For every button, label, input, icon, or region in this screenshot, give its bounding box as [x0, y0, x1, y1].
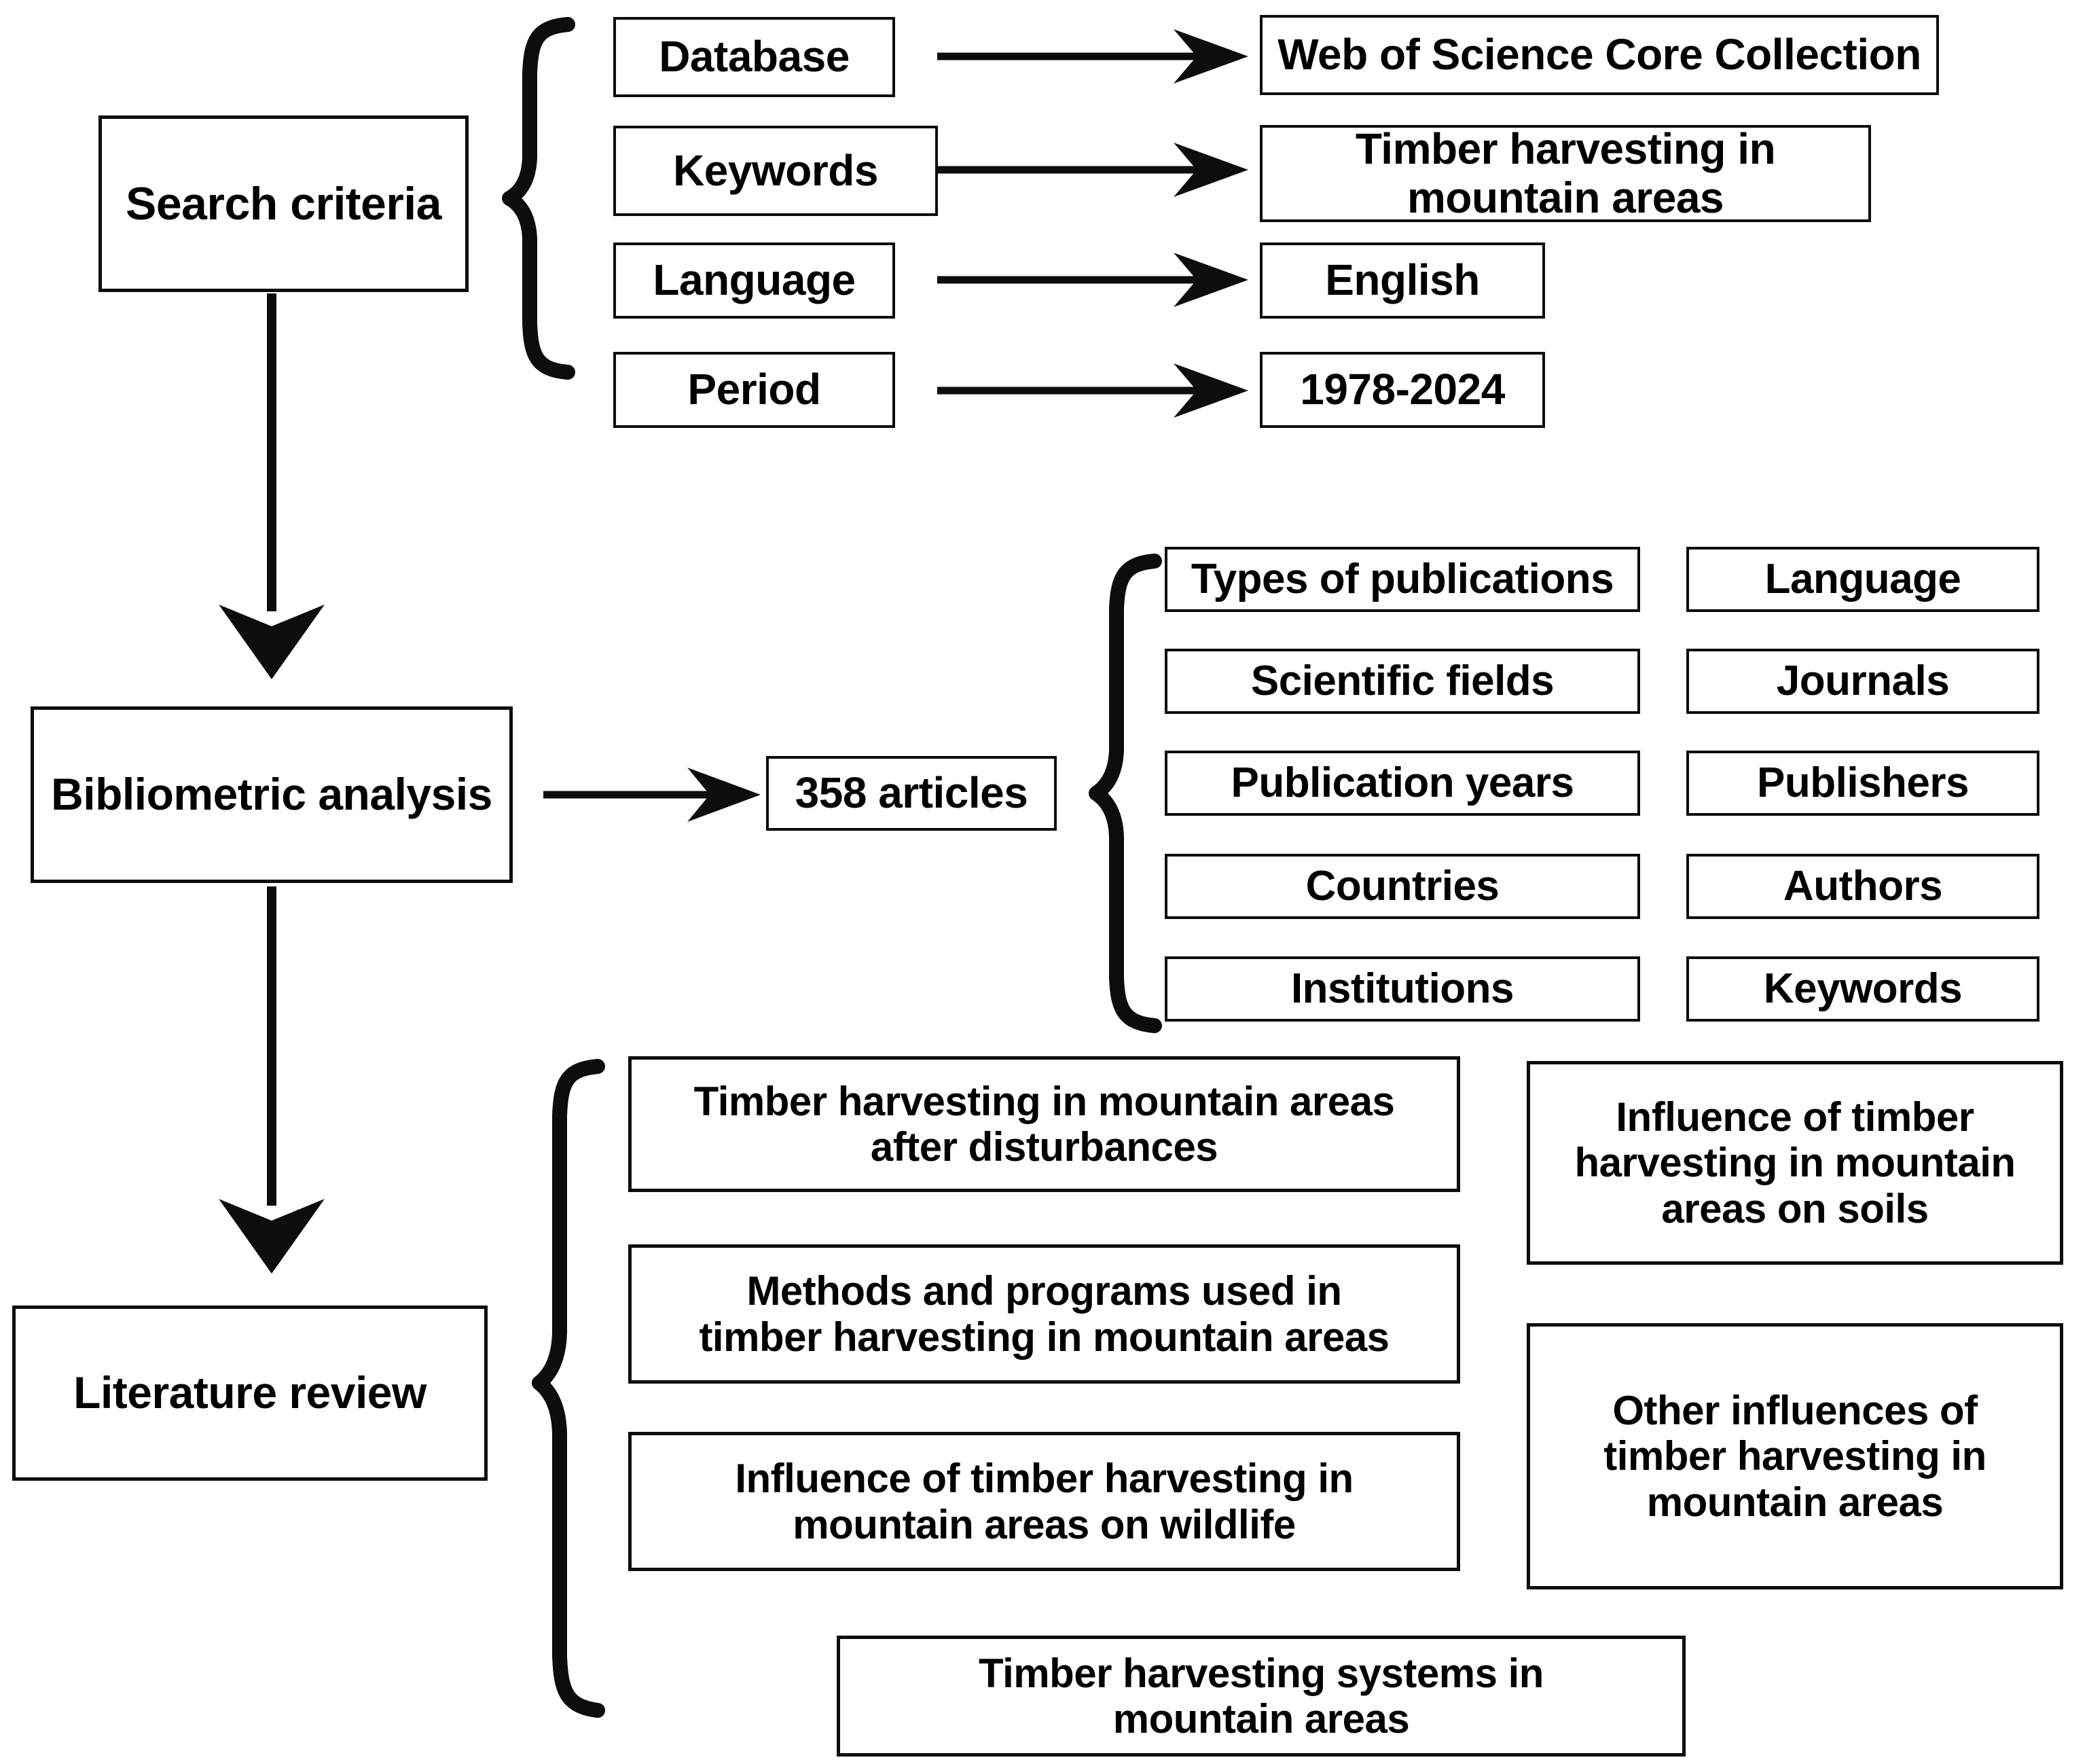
- bibliometric-category-scientific-fields[interactable]: Scientific fields: [1165, 649, 1640, 714]
- brace-literature-review-topics: [532, 1059, 605, 1718]
- arrow-bibliometric-to-articles: [543, 768, 761, 822]
- bibliometric-category-institutions[interactable]: Institutions: [1165, 956, 1640, 1022]
- arrow-period: [937, 363, 1248, 418]
- arrow-language: [937, 253, 1248, 307]
- criteria-label-period[interactable]: Period: [613, 352, 895, 428]
- stage-literature-review[interactable]: Literature review: [12, 1306, 488, 1481]
- criteria-value-keywords[interactable]: Timber harvesting in mountain areas: [1260, 124, 1871, 222]
- criteria-value-database[interactable]: Web of Science Core Collection: [1260, 15, 1939, 95]
- review-topic-other-influences[interactable]: Other influences of timber harvesting in…: [1527, 1323, 2063, 1589]
- stage-bibliometric-analysis[interactable]: Bibliometric analysis: [31, 706, 513, 883]
- criteria-value-language[interactable]: English: [1260, 242, 1545, 319]
- bibliometric-category-authors[interactable]: Authors: [1686, 854, 2039, 919]
- brace-bibliometric-categories: [1089, 554, 1162, 1033]
- arrow-search-to-bibliometric: [219, 293, 325, 679]
- review-topic-soils[interactable]: Influence of timber harvesting in mounta…: [1527, 1061, 2063, 1265]
- stage-search-criteria[interactable]: Search criteria: [98, 115, 469, 292]
- arrow-keywords: [937, 143, 1248, 197]
- review-topic-methods-and-programs[interactable]: Methods and programs used in timber harv…: [628, 1244, 1460, 1384]
- criteria-value-period[interactable]: 1978-2024: [1260, 352, 1545, 428]
- review-topic-harvesting-systems[interactable]: Timber harvesting systems in mountain ar…: [837, 1636, 1686, 1757]
- bibliometric-category-types-of-publications[interactable]: Types of publications: [1165, 547, 1640, 612]
- criteria-label-keywords[interactable]: Keywords: [613, 126, 938, 216]
- criteria-label-language[interactable]: Language: [613, 242, 895, 319]
- bibliometric-category-keywords[interactable]: Keywords: [1686, 956, 2039, 1022]
- review-topic-after-disturbances[interactable]: Timber harvesting in mountain areas afte…: [628, 1056, 1460, 1192]
- arrow-bibliometric-to-review: [219, 886, 325, 1274]
- bibliometric-category-language[interactable]: Language: [1686, 547, 2039, 612]
- bibliometric-category-publishers[interactable]: Publishers: [1686, 751, 2039, 816]
- brace-search-criteria: [502, 17, 575, 380]
- bibliometric-category-countries[interactable]: Countries: [1165, 854, 1640, 919]
- bibliometric-category-publication-years[interactable]: Publication years: [1165, 751, 1640, 816]
- criteria-label-database[interactable]: Database: [613, 17, 895, 97]
- arrow-database: [937, 29, 1248, 84]
- result-count-badge[interactable]: 358 articles: [766, 756, 1057, 831]
- review-topic-wildlife[interactable]: Influence of timber harvesting in mounta…: [628, 1432, 1460, 1571]
- bibliometric-category-journals[interactable]: Journals: [1686, 649, 2039, 714]
